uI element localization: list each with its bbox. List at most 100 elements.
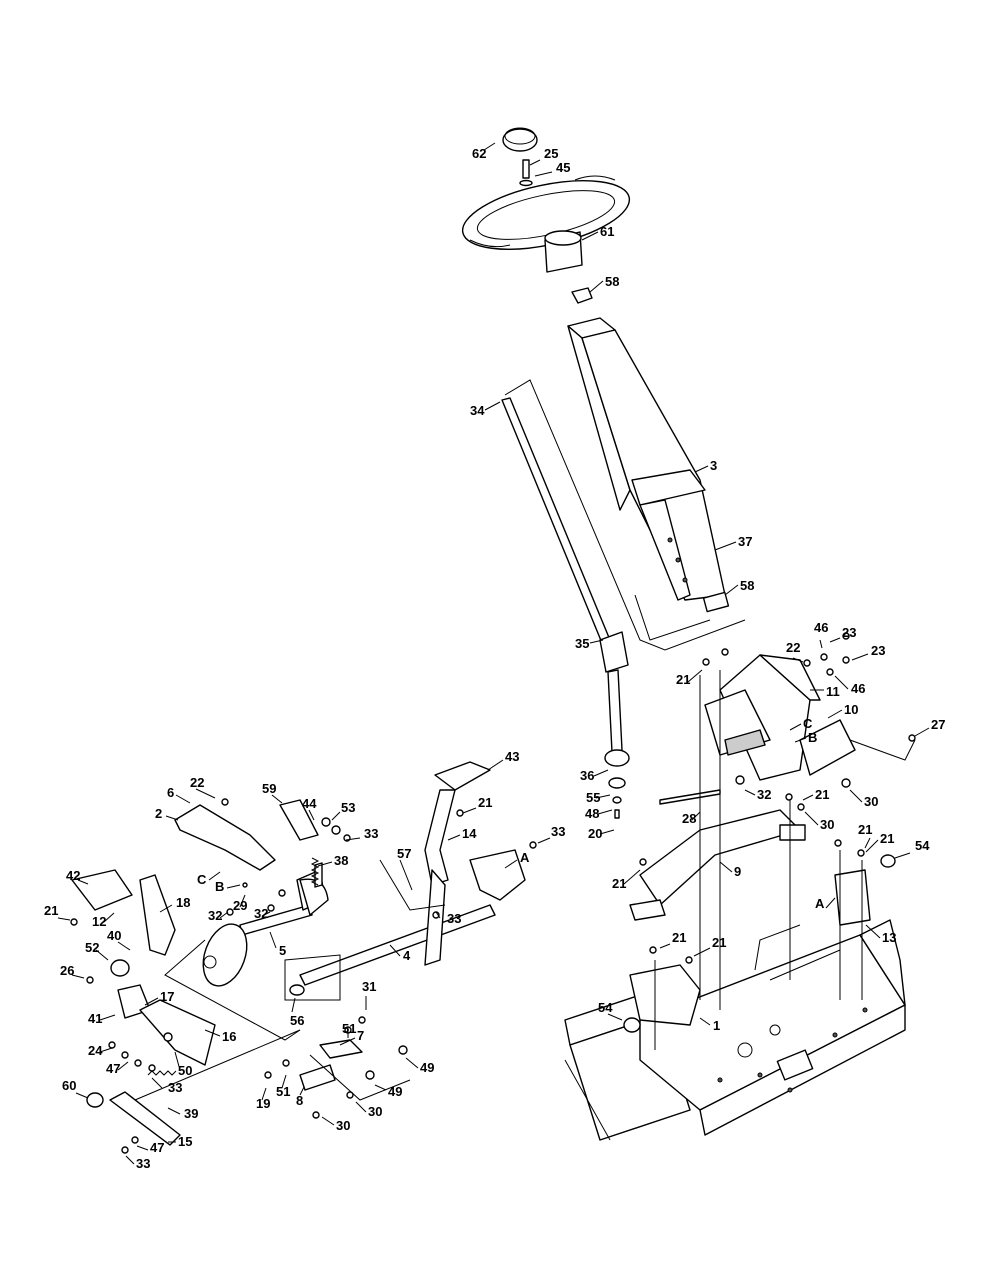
callout-label: 62 <box>472 146 486 161</box>
callout-leader-line <box>789 723 802 731</box>
callout-leader-line <box>345 837 361 841</box>
callout-leader-line <box>792 657 804 663</box>
pedal-shaft-assembly <box>202 849 526 996</box>
callout-leader-line <box>794 737 807 743</box>
callout-leader-line <box>151 1077 163 1089</box>
callout-leader-line <box>117 941 131 951</box>
callout-leader-line <box>529 159 541 166</box>
callout-leader-line <box>894 852 911 859</box>
callout-leader-line <box>281 1074 287 1089</box>
callout-label: 53 <box>341 800 355 815</box>
callout-label: 49 <box>420 1060 434 1075</box>
callout-label: 15 <box>178 1134 192 1149</box>
callout-leader-line <box>125 1155 135 1165</box>
callout-label: 39 <box>184 1106 198 1121</box>
callout-label: 46 <box>814 620 828 635</box>
callout-label: 1 <box>713 1018 720 1033</box>
callout-leader-line <box>589 639 604 644</box>
callout-leader-line <box>331 811 341 821</box>
callout-label: 19 <box>256 1096 270 1111</box>
callout-leader-line <box>589 280 604 293</box>
callout-leader-line <box>699 1017 711 1026</box>
callout-leader-line <box>825 897 836 909</box>
callout-label: 45 <box>556 160 570 175</box>
callout-label: 56 <box>290 1013 304 1028</box>
callout-leader-line <box>261 1087 267 1101</box>
callout-label: 21 <box>672 930 686 945</box>
callout-leader-line <box>719 861 733 873</box>
callout-leader-line <box>339 1037 356 1046</box>
callout-leader-line <box>355 1101 367 1113</box>
callout-leader-line <box>447 834 461 841</box>
callout-label: 23 <box>871 643 885 658</box>
callout-label: 21 <box>880 831 894 846</box>
callout-leader-line <box>399 859 413 891</box>
callout-label: 2 <box>155 806 162 821</box>
chassis-frame <box>564 919 906 1141</box>
hardware-fasteners <box>70 632 916 1154</box>
callout-leader-line <box>261 911 271 917</box>
steering-shaft <box>501 397 630 819</box>
callout-label: 13 <box>882 930 896 945</box>
callout-label: 30 <box>864 794 878 809</box>
callout-leader-line <box>167 1107 181 1115</box>
callout-label: 54 <box>598 1000 613 1015</box>
callout-leader-line <box>71 974 85 979</box>
callout-label: 30 <box>368 1104 382 1119</box>
callout-leader-line <box>714 541 737 551</box>
callout-label: B <box>808 730 817 745</box>
callout-label: 28 <box>682 811 696 826</box>
callout-label: 58 <box>605 274 619 289</box>
callout-leader-line <box>851 653 869 661</box>
callout-label: 40 <box>107 928 121 943</box>
callout-label: 54 <box>915 838 930 853</box>
callout-label: 33 <box>136 1156 150 1171</box>
callout-leader-line <box>865 924 881 939</box>
callout-label: 21 <box>612 876 626 891</box>
callout-leader-line <box>595 794 611 799</box>
callout-leader-line <box>291 997 296 1013</box>
callout-leader-line <box>226 884 241 889</box>
callout-leader-line <box>57 917 71 921</box>
callout-leader-line <box>136 1145 149 1151</box>
callout-label: 7 <box>357 1028 364 1043</box>
callout-label: 21 <box>858 822 872 837</box>
callout-leader-line <box>308 809 315 821</box>
callout-leader-line <box>208 871 221 881</box>
callout-label: 41 <box>88 1011 102 1026</box>
callout-label: C <box>803 716 813 731</box>
callout-leader-line <box>693 947 711 957</box>
callout-leader-line <box>593 769 609 777</box>
callout-label: 37 <box>738 534 752 549</box>
callout-leader-line <box>117 1061 129 1071</box>
callout-label: 47 <box>106 1061 120 1076</box>
callout-leader-line <box>607 1013 623 1021</box>
callout-label: 32 <box>254 906 268 921</box>
callout-leader-line <box>829 637 841 643</box>
callout-leader-line <box>487 759 504 771</box>
callout-leader-line <box>659 943 671 949</box>
callout-label: 24 <box>88 1043 103 1058</box>
callout-leader-line <box>269 931 277 949</box>
callout-label: 38 <box>334 853 348 868</box>
callout-leader-line <box>834 675 849 690</box>
callout-label: 36 <box>580 768 594 783</box>
callout-leader-line <box>849 789 863 803</box>
callout-label: 26 <box>60 963 74 978</box>
callout-leader-line <box>195 788 216 799</box>
callout-label: 11 <box>826 684 840 699</box>
callout-leader-line <box>827 709 843 719</box>
callout-label: 17 <box>160 989 174 1004</box>
callout-leader-line <box>165 815 179 821</box>
spring-38 <box>310 857 320 886</box>
callout-leader-line <box>581 231 599 241</box>
callout-label: 57 <box>397 846 411 861</box>
callout-label: 32 <box>208 908 222 923</box>
bracket-1 <box>629 964 701 1026</box>
callout-label: A <box>520 850 530 865</box>
callout-label: C <box>197 872 207 887</box>
callout-leader-line <box>271 794 283 804</box>
